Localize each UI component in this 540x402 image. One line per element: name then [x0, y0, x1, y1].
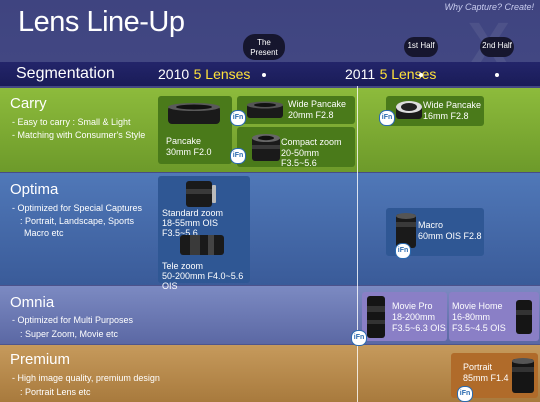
present-bubble: The Present: [243, 34, 285, 60]
present-line2: Present: [250, 48, 278, 57]
movie-home-card[interactable]: Movie Home 16-80mm F3.5~4.5 OIS: [449, 292, 539, 341]
timeline-divider: [357, 86, 358, 402]
optima-zoom-card[interactable]: Standard zoom 18-55mm OIS F3.5~5.6 Tele …: [158, 176, 250, 291]
omnia-line-1: - Optimized for Multi Purposes: [12, 315, 134, 325]
year-2011-group: 2011 5 Lenses: [345, 66, 436, 84]
portrait-name: Portrait: [463, 362, 493, 372]
movie-pro-name: Movie Pro: [392, 301, 433, 311]
tagline: Why Capture? Create!: [444, 2, 534, 12]
movie-home-spec-2: F3.5~4.5 OIS: [452, 323, 506, 333]
optima-line-1: - Optimized for Special Captures: [12, 203, 143, 213]
macro-name: Macro: [418, 220, 444, 230]
tele-zoom-lens-icon: [180, 235, 224, 255]
second-half-dot: [495, 73, 499, 77]
pancake-card[interactable]: Pancake 30mm F2.0: [158, 96, 232, 164]
ifn-badge-icon: iFn: [457, 386, 473, 402]
first-half-label: 1st Half: [407, 41, 435, 50]
present-line1: The: [257, 38, 271, 47]
macro-spec: 60mm OIS F2.8: [418, 231, 482, 241]
wide-pancake-20-name: Wide Pancake: [288, 99, 347, 109]
wide-pancake-16-lens-icon: [396, 101, 422, 119]
omnia-line-2: : Super Zoom, Movie etc: [20, 329, 119, 339]
wide-pancake-20-lens-icon: [247, 101, 283, 118]
lenses-count-2010: 5 Lenses: [193, 66, 251, 82]
pancake-lens-icon: [168, 103, 220, 124]
wide-pancake-16-name: Wide Pancake: [423, 100, 482, 110]
omnia-title: Omnia: [10, 294, 55, 311]
tele-zoom-spec: 50-200mm F4.0~5.6 OIS: [162, 271, 244, 291]
first-half-dot: [419, 73, 423, 77]
movie-home-name: Movie Home: [452, 301, 503, 311]
wide-pancake-20-spec: 20mm F2.8: [288, 110, 334, 120]
carry-title: Carry: [10, 95, 47, 112]
segmentation-band: [0, 62, 540, 86]
movie-pro-spec-2: F3.5~6.3 OIS: [392, 323, 446, 333]
macro-lens-icon: [396, 213, 416, 248]
second-half-bubble: 2nd Half: [480, 37, 514, 57]
optima-line-3: Macro etc: [24, 228, 64, 238]
premium-title: Premium: [10, 351, 71, 368]
pancake-spec: 30mm F2.0: [166, 147, 212, 157]
ifn-badge-icon: iFn: [230, 110, 246, 126]
ifn-badge-icon: iFn: [395, 243, 411, 259]
standard-zoom-lens-icon: [186, 181, 216, 207]
movie-home-lens-icon: [516, 300, 532, 334]
movie-pro-card[interactable]: Movie Pro 18-200mm F3.5~6.3 OIS: [362, 292, 447, 341]
compact-zoom-spec: 20-50mm F3.5~5.6: [281, 148, 320, 168]
year-2011: 2011: [345, 66, 376, 82]
standard-zoom-name: Standard zoom: [162, 208, 224, 218]
ifn-badge-icon: iFn: [230, 148, 246, 164]
ifn-badge-icon: iFn: [351, 330, 367, 346]
wide-pancake-20-card[interactable]: Wide Pancake 20mm F2.8: [237, 96, 355, 124]
movie-pro-lens-icon: [367, 296, 385, 338]
segmentation-label: Segmentation: [16, 65, 115, 82]
premium-line-2: : Portrait Lens etc: [20, 387, 91, 397]
ifn-badge-icon: iFn: [379, 110, 395, 126]
lenses-count-2011: 5 Lenses: [379, 66, 437, 82]
premium-line-1: - High image quality, premium design: [12, 373, 160, 383]
tele-zoom-name: Tele zoom: [162, 261, 204, 271]
movie-pro-spec-1: 18-200mm: [392, 312, 436, 322]
standard-zoom-spec: 18-55mm OIS F3.5~5.6: [162, 218, 219, 238]
portrait-lens-icon: [512, 358, 534, 393]
carry-line-2: - Matching with Consumer's Style: [12, 130, 146, 140]
compact-zoom-name: Compact zoom: [281, 137, 342, 147]
portrait-spec: 85mm F1.4: [463, 373, 509, 383]
optima-title: Optima: [10, 181, 59, 198]
compact-zoom-card[interactable]: Compact zoom 20-50mm F3.5~5.6: [237, 127, 355, 168]
first-half-bubble: 1st Half: [404, 37, 438, 57]
pancake-name: Pancake: [166, 136, 202, 146]
compact-zoom-lens-icon: [252, 134, 280, 161]
carry-line-1: - Easy to carry : Small & Light: [12, 117, 131, 127]
premium-band: [0, 345, 540, 402]
year-2010: 2010: [158, 66, 190, 82]
page-title: Lens Line-Up: [18, 6, 185, 38]
year-2010-group: 2010 5 Lenses: [158, 66, 250, 84]
optima-line-2: : Portrait, Landscape, Sports: [20, 216, 135, 226]
wide-pancake-16-spec: 16mm F2.8: [423, 111, 469, 121]
second-half-label: 2nd Half: [482, 41, 512, 50]
present-dot: [262, 73, 266, 77]
movie-home-spec-1: 16-80mm: [452, 312, 491, 322]
wide-pancake-16-card[interactable]: Wide Pancake 16mm F2.8: [386, 96, 484, 126]
